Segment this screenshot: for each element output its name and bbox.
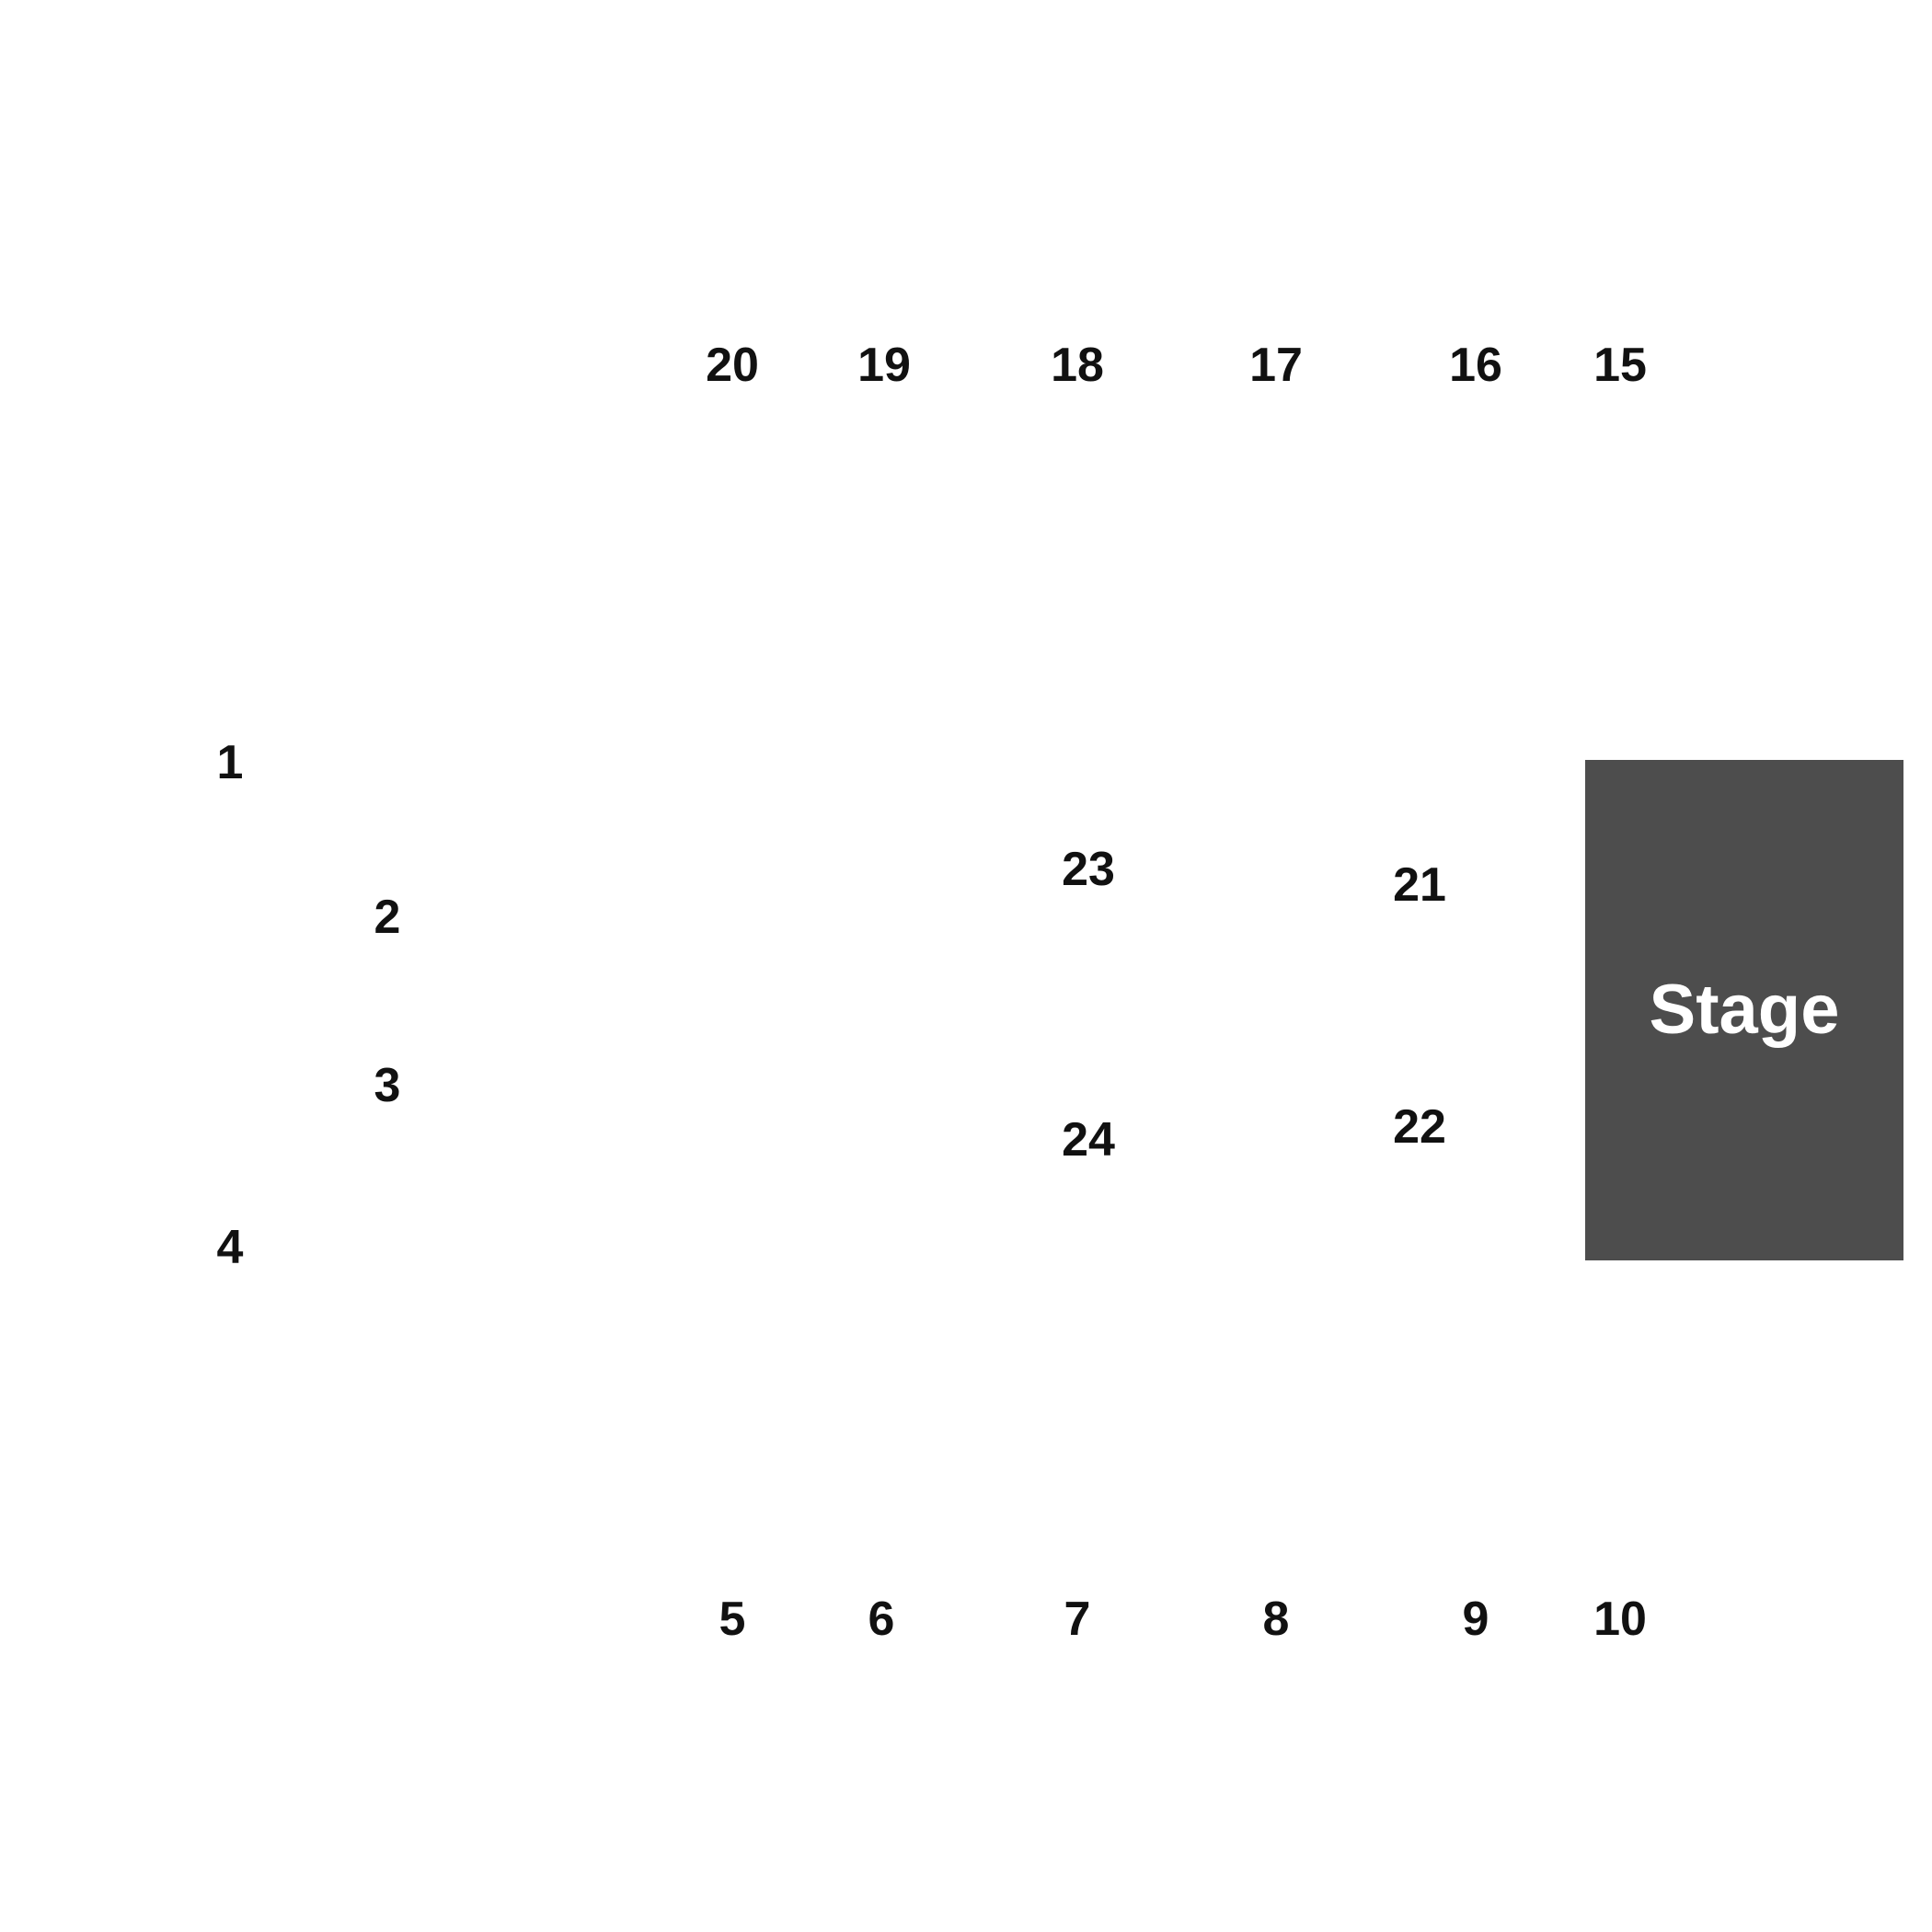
section-10-label[interactable]: 10 bbox=[1593, 1593, 1647, 1646]
section-5-label[interactable]: 5 bbox=[719, 1593, 746, 1646]
section-23-label[interactable]: 23 bbox=[1062, 843, 1115, 896]
section-8-label[interactable]: 8 bbox=[1262, 1593, 1290, 1646]
section-21-label[interactable]: 21 bbox=[1393, 858, 1446, 912]
section-1-label[interactable]: 1 bbox=[216, 736, 244, 789]
section-20-label[interactable]: 20 bbox=[706, 339, 759, 392]
section-19-label[interactable]: 19 bbox=[857, 339, 911, 392]
section-22-label[interactable]: 22 bbox=[1393, 1100, 1446, 1154]
section-17-label[interactable]: 17 bbox=[1249, 339, 1303, 392]
section-3-label[interactable]: 3 bbox=[374, 1059, 401, 1112]
section-9-label[interactable]: 9 bbox=[1462, 1593, 1489, 1646]
section-18-label[interactable]: 18 bbox=[1051, 339, 1104, 392]
section-6-label[interactable]: 6 bbox=[868, 1593, 895, 1646]
section-7-label[interactable]: 7 bbox=[1064, 1593, 1091, 1646]
section-2-label[interactable]: 2 bbox=[374, 891, 401, 944]
stage: Stage bbox=[1585, 760, 1903, 1260]
section-15-label[interactable]: 15 bbox=[1593, 339, 1647, 392]
stage-label: Stage bbox=[1649, 971, 1840, 1049]
section-24-label[interactable]: 24 bbox=[1062, 1113, 1115, 1167]
section-16-label[interactable]: 16 bbox=[1449, 339, 1502, 392]
section-4-label[interactable]: 4 bbox=[216, 1221, 244, 1274]
